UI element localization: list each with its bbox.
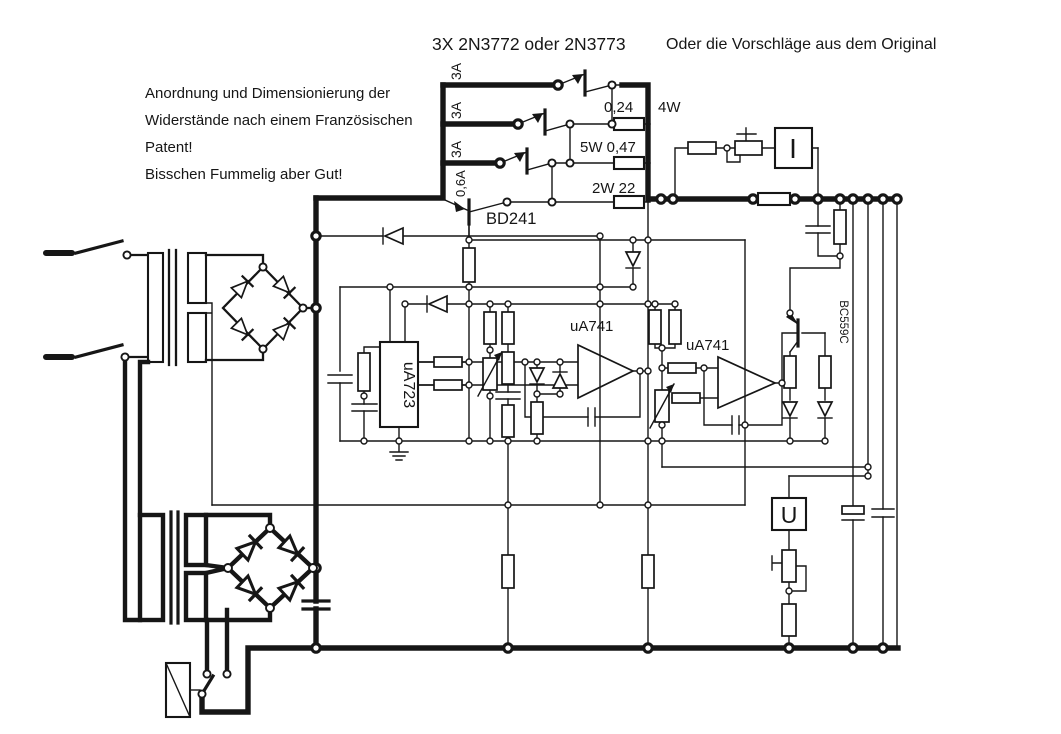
emitter-resistor-3 — [612, 194, 646, 210]
zener-reference — [624, 251, 642, 269]
t1-secondary-a — [186, 251, 208, 305]
relay-contact-feeds — [204, 607, 230, 675]
mains-switch-blades — [74, 239, 124, 359]
resistor2-label: 5W 0,47 — [580, 139, 636, 156]
opamp2-label: uA741 — [686, 337, 729, 354]
transformer-1 — [146, 248, 265, 367]
current-label-1: 3A — [448, 62, 464, 80]
transistor-bc559c — [786, 312, 800, 353]
resistor1-value: 0,24 — [604, 99, 633, 116]
junction-dots — [120, 79, 903, 699]
annotation-line-1: Anordnung und Dimensionierung der — [145, 85, 390, 102]
power-transistor-3 — [499, 147, 553, 175]
output-capacitor-plate — [841, 505, 865, 515]
emitter-resistor-2 — [612, 155, 646, 171]
bridge-rectifier-2 — [224, 524, 317, 612]
opamp1-label: uA741 — [570, 318, 613, 335]
current-label-2: 3A — [448, 101, 464, 119]
power-buses — [199, 82, 901, 715]
shunt-resistor — [756, 191, 792, 207]
output-minus-bus — [199, 645, 901, 715]
ammeter-label: I — [789, 133, 797, 164]
cascade-links — [551, 84, 613, 203]
transformer-2 — [122, 354, 319, 675]
diode-input-clamp-b — [551, 371, 569, 389]
voltmeter-box — [770, 496, 808, 532]
t2-primary — [137, 512, 166, 623]
annotation-line-3: Patent! — [145, 139, 193, 156]
trimmers — [477, 140, 797, 595]
annotation-line-4: Bisschen Fummelig aber Gut! — [145, 166, 343, 183]
opamp1-body — [577, 343, 635, 400]
zener-limiter-b — [816, 401, 834, 419]
diode-723-rail — [426, 294, 448, 314]
power-transistor-2 — [517, 108, 571, 136]
relay — [164, 661, 216, 719]
voltmeter-label: U — [781, 502, 798, 528]
t2-secondary-b — [183, 570, 209, 623]
driver-label: BD241 — [486, 210, 536, 228]
t1-primary — [146, 251, 165, 364]
t2-core — [169, 510, 180, 625]
ua723-body — [378, 340, 420, 429]
main-filter-capacitor — [301, 599, 331, 611]
voltmeter-cal-trimmer — [781, 549, 797, 595]
t1-core — [167, 248, 178, 367]
meters — [756, 126, 814, 532]
title-suffix: Oder die Vorschläge aus dem Original — [666, 36, 936, 53]
small-diodes — [382, 226, 834, 419]
driver-current-label: 0,6A — [453, 170, 468, 197]
emitter-resistor-1 — [612, 116, 646, 132]
bc559c-label: BC559C — [837, 300, 849, 343]
current-label-3: 3A — [448, 140, 464, 158]
power-transistor-1 — [557, 69, 613, 97]
t2-secondary-a — [183, 512, 209, 568]
annotation-line-2: Widerstände nach einem Französischen — [145, 112, 413, 129]
ua723-label: uA723 — [400, 362, 417, 408]
ammeter-box — [773, 126, 814, 170]
collector-bars — [440, 82, 561, 166]
title-main: 3X 2N3772 oder 2N3773 — [432, 34, 626, 54]
control-resistors — [357, 141, 847, 637]
resistor3-label: 2W 22 — [592, 180, 635, 197]
zener-limiter-a — [781, 401, 799, 419]
resistor1-power: 4W — [658, 99, 681, 116]
mains-input — [43, 239, 150, 360]
diode-raw-rail — [382, 226, 404, 246]
t1-secondary-b — [186, 311, 208, 364]
current-adjust-trimmer — [649, 383, 675, 429]
ammeter-cal-trimmer — [734, 140, 763, 156]
voltage-adjust-trimmer — [477, 351, 503, 397]
diode-input-clamp-a — [528, 367, 546, 385]
ic-symbols — [378, 340, 778, 429]
opamp2-body — [717, 355, 778, 410]
